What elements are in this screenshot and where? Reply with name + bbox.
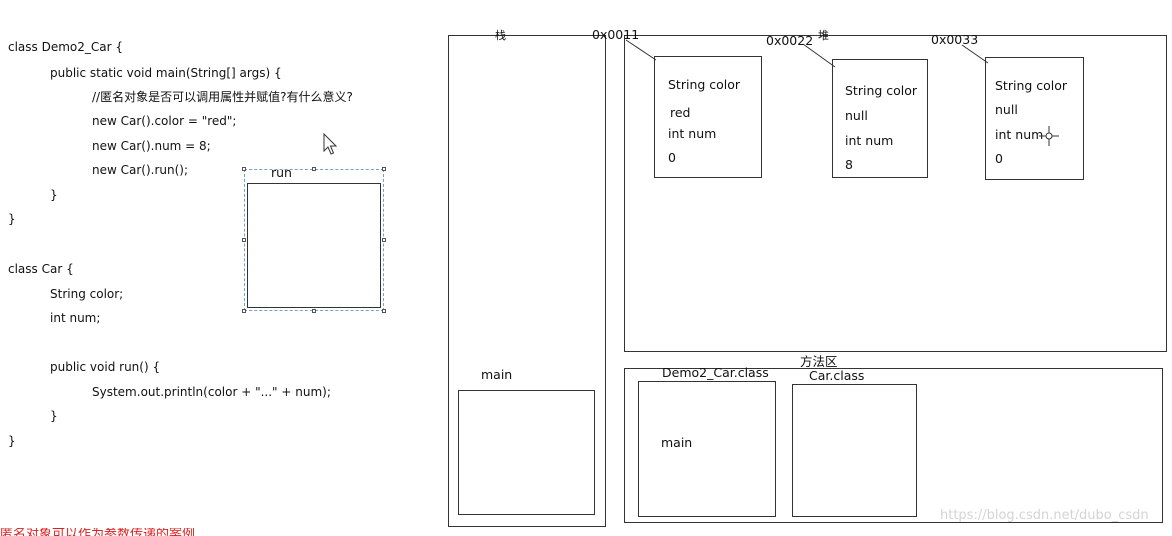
crosshair-cursor-icon: [1039, 126, 1059, 146]
code-comment-line: //匿名对象是否可以调用属性并赋值?有什么意义?: [92, 90, 353, 104]
stack-area: [448, 35, 606, 527]
code-line: new Car().color = "red";: [92, 114, 237, 128]
code-line: class Demo2_Car {: [8, 40, 124, 54]
code-line: new Car().num = 8;: [92, 139, 211, 153]
heap-label: 堆: [818, 29, 829, 42]
resize-handle[interactable]: [242, 309, 246, 313]
class-method-label: main: [661, 435, 693, 450]
heap-object-box: [985, 57, 1084, 180]
code-line: int num;: [50, 311, 101, 325]
resize-handle[interactable]: [242, 238, 246, 242]
heap-object-box: [832, 59, 928, 178]
resize-handle[interactable]: [242, 167, 246, 171]
field-name: int num: [995, 127, 1044, 142]
resize-handle[interactable]: [382, 167, 386, 171]
stack-label: 栈: [495, 29, 506, 42]
resize-handle[interactable]: [382, 238, 386, 242]
code-line: }: [50, 188, 58, 202]
watermark-text: https://blog.csdn.net/dubo_csdn: [940, 508, 1149, 523]
field-value: 0: [668, 150, 676, 165]
code-line: System.out.println(color + "..." + num);: [92, 385, 331, 399]
footer-caption: 匿名对象可以作为参数传递的案例: [0, 528, 196, 536]
stack-frame-label: main: [481, 367, 513, 382]
object-address: 0x0033: [931, 32, 979, 47]
class-name-label: Demo2_Car.class: [662, 365, 769, 380]
field-name: String color: [995, 78, 1068, 93]
field-value: null: [845, 108, 868, 123]
field-name: int num: [668, 126, 717, 141]
code-line: }: [50, 409, 58, 423]
code-line: public void run() {: [50, 360, 161, 374]
run-frame-box: [247, 183, 381, 308]
field-name: int num: [845, 133, 894, 148]
field-value: 8: [845, 157, 853, 172]
field-value: null: [995, 102, 1018, 117]
field-value: red: [670, 105, 691, 120]
field-value: 0: [995, 151, 1003, 166]
heap-object-box: [654, 56, 762, 178]
object-address: 0x0022: [766, 33, 814, 48]
method-area-label: 方法区: [800, 354, 838, 369]
code-line: }: [8, 434, 16, 448]
code-line: String color;: [50, 287, 124, 301]
class-name-label: Car.class: [809, 368, 865, 383]
stack-frame-main: [458, 390, 595, 515]
class-box-demo2-car: [638, 381, 776, 517]
code-line: public static void main(String[] args) {: [50, 66, 282, 80]
run-frame-label: run: [271, 165, 292, 180]
field-name: String color: [845, 83, 918, 98]
resize-handle[interactable]: [382, 309, 386, 313]
method-area: [624, 368, 1163, 523]
field-name: String color: [668, 77, 741, 92]
mouse-cursor-icon: [323, 133, 338, 155]
heap-area: [624, 35, 1167, 352]
code-line: }: [8, 212, 16, 226]
class-box-car: [792, 384, 917, 517]
resize-handle[interactable]: [312, 309, 316, 313]
code-line: class Car {: [8, 262, 74, 276]
code-line: new Car().run();: [92, 163, 189, 177]
object-address: 0x0011: [592, 27, 640, 42]
resize-handle[interactable]: [312, 167, 316, 171]
